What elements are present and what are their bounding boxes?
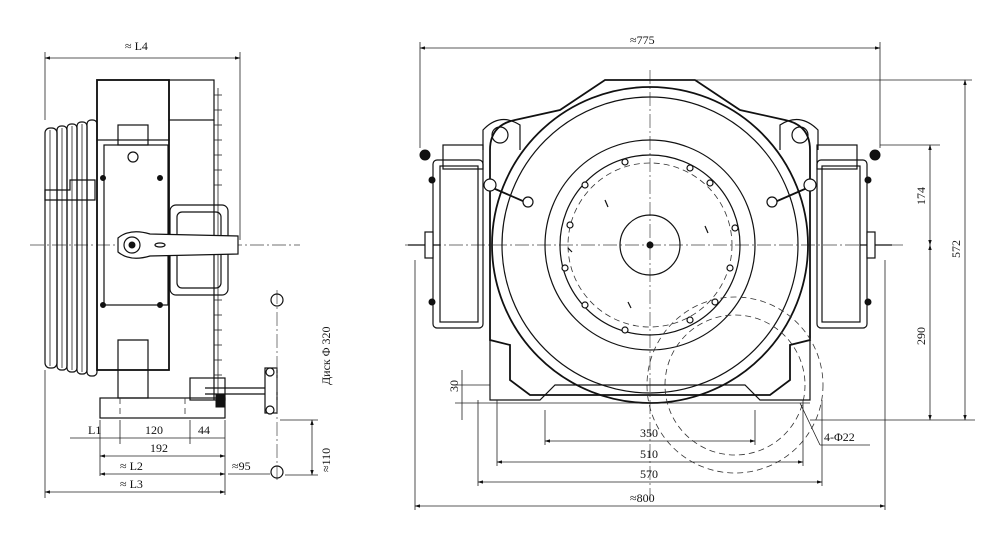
dim-110: ≈110 <box>319 448 333 472</box>
holes-label: 4-Φ22 <box>824 430 855 444</box>
disk-outline <box>646 296 824 474</box>
dim-L1: L1 <box>88 423 101 437</box>
dim-510: 510 <box>640 447 658 461</box>
front-base <box>489 340 811 404</box>
dim-L2: ≈ L2 <box>120 459 143 473</box>
brake-arm <box>117 204 239 296</box>
front-view: ≈775 572 174 290 30 350 510 570 ≈800 4-Φ <box>405 33 975 510</box>
left-brake <box>408 144 534 329</box>
dim-L3: ≈ L3 <box>120 477 143 491</box>
right-brake <box>766 144 892 329</box>
dim-775: ≈775 <box>630 33 655 47</box>
dim-570: 570 <box>640 467 658 481</box>
dim-192: 192 <box>150 441 168 455</box>
encoder-bracket <box>189 367 278 415</box>
dim-290: 290 <box>914 327 928 345</box>
dim-800: ≈800 <box>630 491 655 505</box>
traction-sheave <box>44 119 98 377</box>
dim-350: 350 <box>640 426 658 440</box>
dim-174: 174 <box>914 187 928 205</box>
dim-L4: ≈ L4 <box>125 39 148 53</box>
dim-44: 44 <box>198 423 210 437</box>
dim-30: 30 <box>447 380 461 392</box>
dim-95: ≈95 <box>232 459 251 473</box>
dim-120: 120 <box>145 423 163 437</box>
disk-label: Диск Φ 320 <box>319 326 333 385</box>
dim-572: 572 <box>949 240 963 258</box>
side-view: ≈ L4 L1 120 44 192 ≈ L2 ≈95 ≈ L3 ≈110 Ди… <box>30 39 333 498</box>
base-foot <box>99 339 226 419</box>
machine-body <box>482 79 819 404</box>
